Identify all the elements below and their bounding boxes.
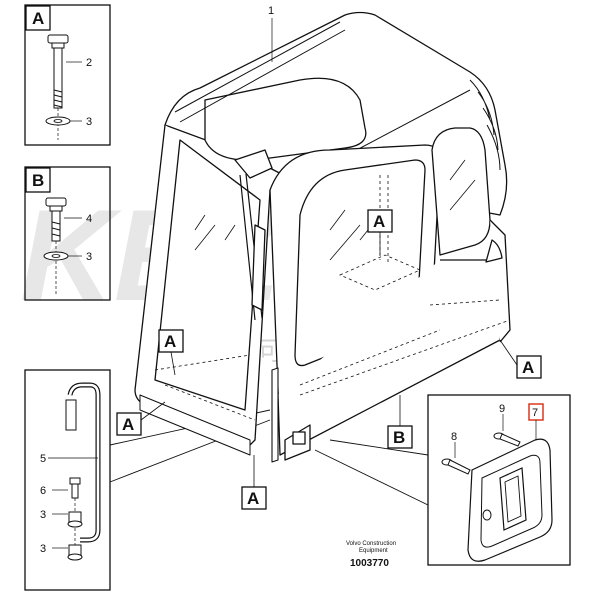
inset-a-letter: A: [32, 9, 44, 28]
inset-b-letter: B: [32, 171, 44, 190]
svg-text:A: A: [373, 212, 385, 231]
view-label-a-lower-left: A: [116, 401, 166, 436]
svg-text:B: B: [393, 428, 405, 447]
svg-text:A: A: [122, 415, 134, 434]
inset-a: A 2 3: [24, 4, 111, 146]
callout-3-a: 3: [86, 116, 92, 128]
washer-icon: [43, 251, 69, 261]
callout-6: 6: [40, 485, 46, 497]
callout-4: 4: [86, 213, 92, 225]
callout-9: 9: [499, 403, 505, 415]
view-label-a-front: A: [158, 329, 184, 376]
callout-3-d: 3: [40, 543, 46, 555]
handle-bracket-icon: [65, 399, 77, 431]
view-label-a-door: A: [367, 209, 393, 255]
inset-a-frame: [24, 4, 111, 146]
callout-7: 7: [532, 407, 538, 419]
callout-2: 2: [86, 57, 92, 69]
view-label-a-rear: A: [499, 339, 542, 379]
inset-b: B 4 3: [24, 166, 111, 301]
screw-icon: [69, 477, 81, 499]
screw-icon: [493, 432, 521, 447]
callout-1: 1: [268, 5, 274, 17]
inset-handle: 5 6 3 3: [24, 369, 111, 591]
callout-8: 8: [451, 431, 457, 443]
inset-door-handle-frame: [427, 394, 571, 566]
bolt-long-icon: [47, 34, 69, 109]
svg-text:A: A: [164, 332, 176, 351]
caption-line1: Volvo Construction: [346, 541, 396, 547]
callout-3-c: 3: [40, 509, 46, 521]
inset-door-handle: 8 9 7: [427, 394, 571, 566]
inset-a-tag: [25, 5, 51, 31]
leader-line: [329, 439, 429, 456]
callout-5: 5: [40, 453, 46, 465]
view-label-a-bottom: A: [241, 455, 267, 510]
washer-icon: [45, 116, 71, 126]
svg-text:A: A: [247, 489, 259, 508]
inset-b-frame: [24, 166, 111, 301]
inset-handle-frame: [24, 369, 111, 591]
inset-b-tag: [25, 167, 51, 193]
svg-text:A: A: [522, 358, 534, 377]
screw-icon: [441, 458, 471, 475]
view-label-b: B: [387, 395, 413, 449]
document-number: 1003770: [350, 558, 389, 569]
callout-3-b: 3: [86, 251, 92, 263]
caption-line2: Equipment: [359, 548, 388, 554]
leader-line: [314, 449, 429, 506]
